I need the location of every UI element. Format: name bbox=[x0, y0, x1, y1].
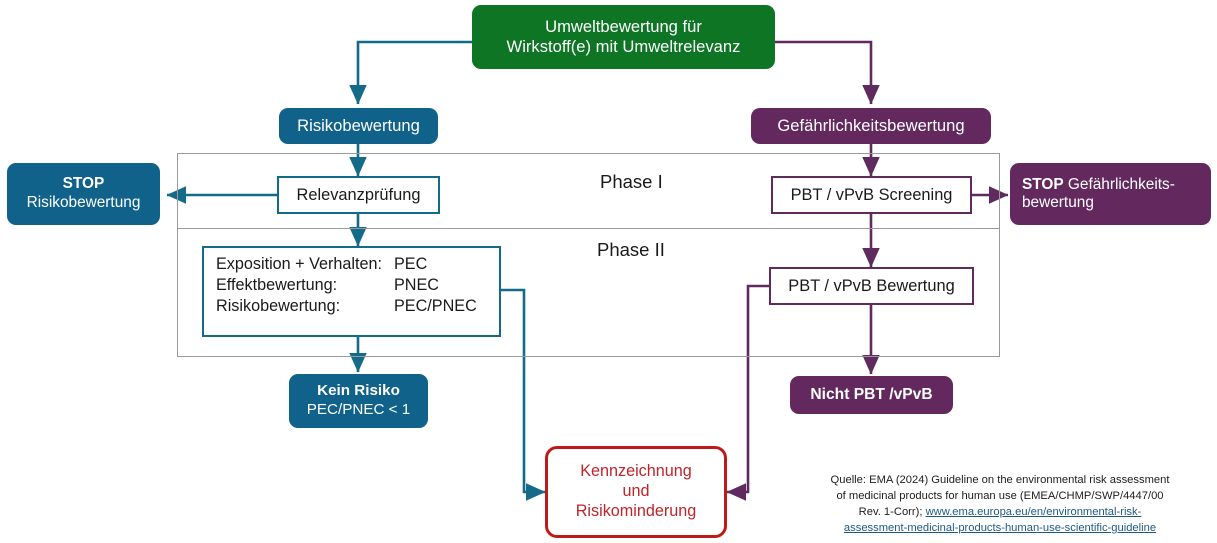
phase-divider bbox=[177, 228, 1000, 229]
mitigation-line-2: und bbox=[622, 482, 650, 501]
step-pbt-vpvb-screening[interactable]: PBT / vPvB Screening bbox=[771, 176, 972, 214]
source-line-3-prefix: Rev. 1-Corr); bbox=[858, 505, 926, 518]
stop-risk-assessment-node[interactable]: STOP Risikobewertung bbox=[7, 163, 160, 225]
step-relevance-check-label: Relevanzprüfung bbox=[296, 185, 421, 204]
outcome-no-risk[interactable]: Kein Risiko PEC/PNEC < 1 bbox=[289, 374, 428, 428]
phase2-row: Exposition + Verhalten: PEC bbox=[216, 255, 499, 274]
source-line-3: Rev. 1-Corr); www.ema.europa.eu/en/envir… bbox=[790, 505, 1210, 521]
outcome-not-pbt-vpvb-label: Nicht PBT /vPvB bbox=[810, 386, 933, 404]
mitigation-line-1: Kennzeichnung bbox=[580, 462, 692, 481]
mitigation-node[interactable]: Kennzeichnung und Risikominderung bbox=[545, 446, 727, 538]
phase-frame bbox=[177, 153, 1000, 357]
outcome-no-risk-rest: PEC/PNEC < 1 bbox=[306, 401, 411, 418]
title-node-line-1: Umweltbewertung für bbox=[545, 16, 702, 36]
stop-risk-assessment-rest: Risikobewertung bbox=[26, 194, 141, 211]
source-link-part-1[interactable]: www.ema.europa.eu/en/environmental-risk- bbox=[925, 505, 1142, 518]
source-line-1: Quelle: EMA (2024) Guideline on the envi… bbox=[830, 474, 1170, 486]
phase-2-label: Phase II bbox=[597, 239, 665, 260]
source-link-part-2[interactable]: assessment-medicinal-products-human-use-… bbox=[843, 521, 1157, 534]
branch-hazard-assessment-label: Gefährlichkeitsbewertung bbox=[777, 115, 965, 135]
source-line-4: assessment-medicinal-products-human-use-… bbox=[790, 521, 1210, 537]
title-node-environmental-assessment[interactable]: Umweltbewertung für Wirkstoff(e) mit Umw… bbox=[472, 5, 775, 69]
step-relevance-check[interactable]: Relevanzprüfung bbox=[277, 176, 440, 214]
phase2-row-value: PEC/PNEC bbox=[394, 297, 477, 315]
source-citation: Quelle: EMA (2024) Guideline on the envi… bbox=[790, 473, 1210, 537]
phase2-row-value: PNEC bbox=[394, 276, 439, 294]
source-line-2: of medicinal products for human use (EME… bbox=[836, 489, 1164, 502]
step-pbt-vpvb-evaluation-label: PBT / vPvB Bewertung bbox=[788, 276, 955, 295]
phase2-row-value: PEC bbox=[394, 255, 428, 273]
outcome-no-risk-strong: Kein Risiko bbox=[317, 382, 400, 400]
branch-risk-assessment[interactable]: Risikobewertung bbox=[279, 108, 438, 144]
title-node-line-2: Wirkstoff(e) mit Umweltrelevanz bbox=[506, 37, 741, 56]
phase-1-label: Phase I bbox=[600, 171, 663, 192]
phase2-row-label: Exposition + Verhalten: bbox=[216, 255, 383, 273]
step-pbt-vpvb-evaluation[interactable]: PBT / vPvB Bewertung bbox=[769, 267, 974, 305]
stop-hazard-assessment-strong: STOP bbox=[1022, 176, 1064, 193]
branch-hazard-assessment[interactable]: Gefährlichkeitsbewertung bbox=[751, 108, 991, 144]
phase2-assessment-box[interactable]: Exposition + Verhalten: PEC Effektbewert… bbox=[202, 246, 501, 337]
stop-hazard-assessment-line-2: bewertung bbox=[1022, 194, 1094, 211]
stop-risk-assessment-strong: STOP bbox=[62, 175, 105, 193]
step-pbt-vpvb-screening-label: PBT / vPvB Screening bbox=[790, 185, 953, 204]
phase2-row: Effektbewertung: PNEC bbox=[216, 276, 499, 295]
phase2-row-label: Effektbewertung: bbox=[216, 276, 338, 294]
branch-risk-assessment-label: Risikobewertung bbox=[297, 115, 420, 135]
stop-hazard-assessment-line-1: STOP Gefährlichkeits- bbox=[1022, 176, 1211, 194]
phase2-row-label: Risikobewertung: bbox=[216, 297, 341, 315]
mitigation-line-3: Risikominderung bbox=[575, 501, 697, 520]
phase2-row: Risikobewertung: PEC/PNEC bbox=[216, 297, 499, 316]
stop-hazard-assessment-rest: Gefährlichkeits- bbox=[1067, 176, 1175, 193]
outcome-not-pbt-vpvb[interactable]: Nicht PBT /vPvB bbox=[790, 376, 953, 414]
stop-hazard-assessment-node[interactable]: STOP Gefährlichkeits- bewertung bbox=[1010, 163, 1211, 225]
